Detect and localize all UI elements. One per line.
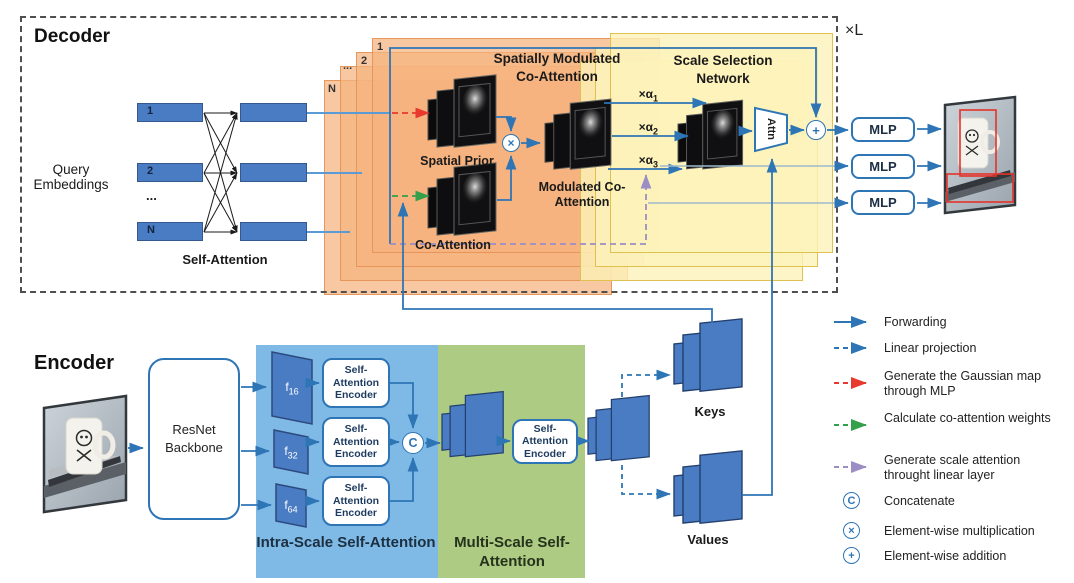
legend-samples xyxy=(834,316,867,473)
ssn-title: Scale Selection Network xyxy=(673,53,773,86)
legend-item-co-attention-weights: Calculate co-attention weights xyxy=(884,411,1051,425)
legend-concat-circle: C xyxy=(843,492,860,509)
query-out-block-n xyxy=(240,222,307,241)
query-out-block-2 xyxy=(240,163,307,182)
legend-item-linear-projection: Linear projection xyxy=(884,341,977,355)
attn-text: Attn xyxy=(765,118,777,140)
keys-label: Keys xyxy=(694,404,726,419)
panel-label-1: 1 xyxy=(377,41,384,53)
concat-symbol: C xyxy=(408,436,418,450)
alpha-3-label: ×α3 xyxy=(616,153,658,169)
f32-sub: 32 xyxy=(287,450,298,461)
f64-base: f xyxy=(284,498,288,512)
modulated-co-attention-label: Modulated Co-Attention xyxy=(538,180,626,209)
query-rows-ellipsis: ... xyxy=(146,188,157,203)
alpha-2-sub: 2 xyxy=(652,126,658,137)
f32-label: f32 xyxy=(274,444,308,460)
multiply-circle: × xyxy=(502,134,520,152)
feature-maps xyxy=(271,351,313,528)
query-out-block-1 xyxy=(240,103,307,122)
attn-trapezoid xyxy=(754,106,788,153)
spatial-prior-label: Spatial Prior xyxy=(420,154,494,168)
decoder-title: Decoder xyxy=(34,26,111,47)
modulated-co-attention-maps xyxy=(544,98,612,173)
query-block-2-label: 2 xyxy=(147,165,154,177)
add-circle: + xyxy=(806,120,826,140)
legend-multiply-symbol: × xyxy=(848,524,855,537)
legend-add-circle: + xyxy=(843,547,860,564)
f64-sub: 64 xyxy=(287,504,298,515)
legend-concat-symbol: C xyxy=(847,494,856,507)
attn-label: Attn xyxy=(756,112,786,146)
decoder-flow-lines xyxy=(307,47,942,245)
add-symbol: + xyxy=(812,122,820,138)
self-attention-encoder-box-4: Self-Attention Encoder xyxy=(512,419,578,464)
f16-label: f16 xyxy=(272,380,312,396)
panel-label-n: N xyxy=(328,83,336,95)
encoder-input-image xyxy=(42,394,128,514)
alpha-2-base: ×α xyxy=(638,120,653,134)
alpha-3-base: ×α xyxy=(638,153,653,167)
multi-scale-feature-stack xyxy=(441,390,504,460)
intra-scale-label: Intra-Scale Self-Attention xyxy=(256,534,436,551)
encoder-flow-lines xyxy=(128,377,590,511)
self-attention-cross-arrows xyxy=(203,110,238,235)
f16-sub: 16 xyxy=(288,386,299,397)
mlp-box-1: MLP xyxy=(851,117,915,142)
legend-item-concatenate: Concatenate xyxy=(884,494,955,508)
query-block-n: N xyxy=(137,222,203,241)
query-block-2: 2 xyxy=(137,163,203,182)
layers-multiplier-label: ×L xyxy=(845,22,864,39)
concat-circle: C xyxy=(402,432,424,454)
resnet-backbone-label: ResNet Backbone xyxy=(165,422,223,455)
query-block-1: 1 xyxy=(137,103,203,122)
f32-base: f xyxy=(284,444,288,458)
self-attention-encoder-box-2: Self-Attention Encoder xyxy=(322,417,390,467)
legend-item-forwarding: Forwarding xyxy=(884,315,947,329)
mlp-box-3: MLP xyxy=(851,190,915,215)
legend-item-addition: Element-wise addition xyxy=(884,549,1007,563)
resnet-backbone-box: ResNet Backbone xyxy=(148,358,240,520)
co-attention-maps xyxy=(427,162,497,239)
legend-item-scale-attention: Generate scale attention throught linear… xyxy=(884,453,1021,482)
values-label: Values xyxy=(687,532,729,547)
spatial-prior-maps xyxy=(427,74,497,151)
alpha-1-sub: 1 xyxy=(652,93,658,104)
self-attention-encoder-box-1: Self-Attention Encoder xyxy=(322,358,390,408)
self-attention-label: Self-Attention xyxy=(182,252,268,267)
panel-label-2: 2 xyxy=(361,55,368,67)
encoder-title: Encoder xyxy=(34,352,115,374)
alpha-3-sub: 3 xyxy=(652,159,658,170)
alpha-2-label: ×α2 xyxy=(616,120,658,136)
f64-label: f64 xyxy=(276,498,306,514)
legend-multiply-circle: × xyxy=(843,522,860,539)
output-image xyxy=(943,95,1017,215)
values-stack xyxy=(673,450,743,527)
query-block-n-label: N xyxy=(147,224,155,236)
f16-base: f xyxy=(285,380,289,394)
encoder-output-stack xyxy=(587,394,650,464)
legend-item-multiplication: Element-wise multiplication xyxy=(884,524,1035,538)
panel-label-ellipsis: ... xyxy=(343,60,353,72)
co-attention-label: Co-Attention xyxy=(415,238,491,252)
query-embeddings-label: Query Embeddings xyxy=(33,162,109,192)
query-block-1-label: 1 xyxy=(147,105,154,117)
mlp-box-2: MLP xyxy=(851,154,915,179)
alpha-1-label: ×α1 xyxy=(616,87,658,103)
keys-values-lines xyxy=(397,158,778,500)
legend-item-gaussian-map: Generate the Gaussian map through MLP xyxy=(884,369,1042,398)
multiply-symbol: × xyxy=(507,136,515,150)
legend-add-symbol: + xyxy=(848,549,855,562)
alpha-1-base: ×α xyxy=(638,87,653,101)
detection-boxes xyxy=(946,109,1014,203)
multi-scale-label: Multi-Scale Self-Attention xyxy=(454,534,570,570)
decoder-border xyxy=(20,16,838,293)
keys-stack xyxy=(673,318,743,395)
smca-title: Spatially Modulated Co-Attention xyxy=(493,51,621,84)
self-attention-encoder-box-3: Self-Attention Encoder xyxy=(322,476,390,526)
